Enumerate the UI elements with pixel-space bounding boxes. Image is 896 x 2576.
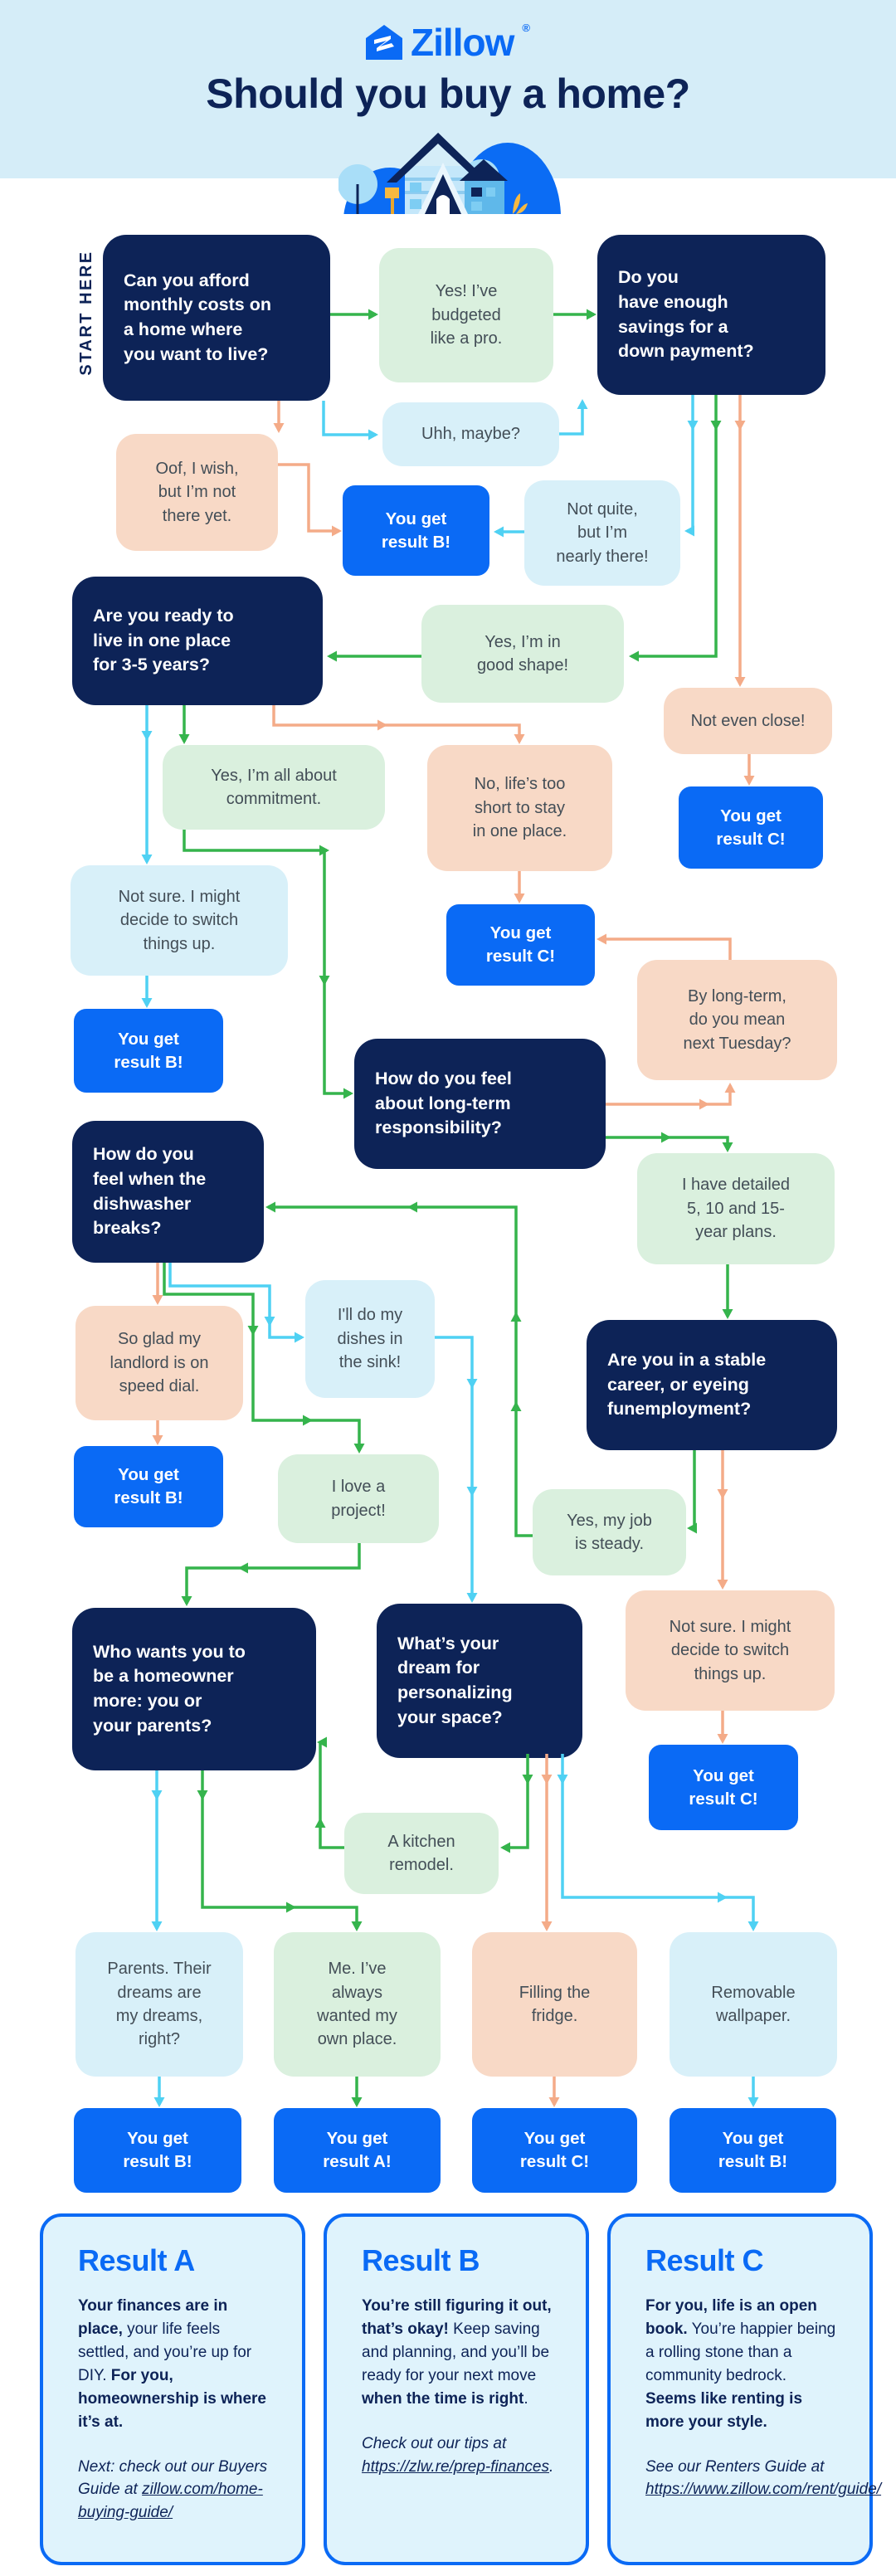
- result-paragraph: Check out our tips at https://zlw.re/pre…: [362, 2432, 558, 2479]
- question-box-q-savings: Do you have enough savings for a down pa…: [597, 235, 825, 395]
- answer-box-a-job-steady: Yes, my job is steady.: [533, 1489, 686, 1575]
- result-text-run: your life feels settled, and you’re up f…: [78, 2320, 252, 2384]
- question-box-q-dishwasher: How do you feel when the dishwasher brea…: [72, 1121, 264, 1263]
- question-box-q-afford: Can you afford monthly costs on a home w…: [103, 235, 330, 401]
- result-chip-r-b2: You get result B!: [74, 1009, 223, 1093]
- flow-arrow-cyan-33: [268, 1321, 304, 1343]
- flow-arrow-green-58: [314, 1818, 344, 1849]
- flow-arrow-green-41: [687, 1450, 697, 1534]
- flow-arrow-green-48: [238, 1543, 361, 1574]
- answer-box-a-landlord: So glad my landlord is on speed dial.: [75, 1306, 243, 1420]
- answer-box-a-not-sure-switch-1: Not sure. I might decide to switch thing…: [71, 865, 288, 976]
- result-text-run: You’re happier being a rolling stone tha…: [645, 2320, 836, 2384]
- flow-arrow-cyan-2: [322, 401, 378, 441]
- result-chip-r-b4: You get result B!: [74, 2108, 241, 2193]
- result-panel-b: Result B You’re still figuring it out, th…: [324, 2213, 589, 2565]
- question-box-q-who-wants: Who wants you to be a homeowner more: yo…: [72, 1608, 316, 1770]
- result-chip-r-c4: You get result C!: [472, 2108, 637, 2193]
- result-link[interactable]: https://www.zillow.com/rent/guide/: [645, 2481, 882, 2499]
- flow-arrow-cyan-57: [722, 1896, 759, 1931]
- question-box-q-one-place: Are you ready to live in one place for 3…: [72, 577, 323, 705]
- flow-arrow-green-64: [290, 1906, 363, 1931]
- result-panel-title: Result A: [78, 2243, 195, 2277]
- result-paragraph: You’re still figuring it out, that’s oka…: [362, 2295, 558, 2411]
- flow-arrow-green-29: [665, 1136, 733, 1152]
- answer-box-a-uhh-maybe: Uhh, maybe?: [382, 402, 559, 466]
- result-paragraph: Next: check out our Buyers Guide at zill…: [78, 2456, 274, 2525]
- flow-arrow-cyan-7: [684, 425, 694, 537]
- flow-arrow-green-59: [317, 1736, 327, 1824]
- answer-box-a-me: Me. I’ve always wanted my own place.: [274, 1932, 441, 2077]
- flow-arrow-cyan-38: [435, 1336, 478, 1389]
- answer-box-a-lifes-too-short: No, life’s too short to stay in one plac…: [427, 745, 612, 871]
- result-text-run: when the time is right: [362, 2389, 524, 2408]
- answer-box-a-budgeted: Yes! I’ve budgeted like a pro.: [379, 248, 553, 382]
- result-link[interactable]: https://zlw.re/prep-finances: [362, 2457, 549, 2476]
- flow-arrow-salmon-18: [272, 705, 387, 731]
- result-text-run: Seems like renting is more your style.: [645, 2389, 803, 2431]
- answer-box-a-love-project: I love a project!: [278, 1454, 439, 1543]
- flow-arrow-green-44: [510, 1401, 533, 1537]
- flow-arrow-green-24: [323, 980, 353, 1099]
- answer-box-a-not-sure-switch-2: Not sure. I might decide to switch thing…: [626, 1590, 835, 1711]
- flow-arrow-green-52: [500, 1779, 529, 1853]
- answer-box-a-oof: Oof, I wish, but I’m not there yet.: [116, 434, 278, 551]
- zillow-logo: Zillow ®: [0, 20, 896, 65]
- result-text-run: You’re still figuring it out, that’s oka…: [362, 2297, 552, 2338]
- result-chip-r-c2: You get result C!: [446, 904, 595, 986]
- zillow-wordmark: Zillow: [411, 21, 514, 64]
- result-paragraph: For you, life is an open book. You’re ha…: [645, 2295, 841, 2434]
- flow-arrow-salmon-27: [597, 933, 732, 960]
- question-box-q-responsibility: How do you feel about long-term responsi…: [354, 1039, 606, 1169]
- result-text-run: See our Renters Guide at: [645, 2457, 825, 2476]
- flow-arrow-salmon-19: [382, 723, 525, 744]
- flow-arrow-green-36: [307, 1419, 365, 1454]
- result-text-run: Check out our tips at: [362, 2434, 507, 2452]
- result-chip-r-c1: You get result C!: [679, 786, 823, 869]
- flow-arrow-cyan-3: [559, 399, 588, 436]
- flow-arrow-green-22: [183, 830, 329, 856]
- result-panel-title: Result B: [362, 2243, 480, 2277]
- result-chip-r-b3: You get result B!: [74, 1446, 223, 1527]
- flow-arrow-green-63: [201, 1794, 296, 1913]
- result-text-run: .: [549, 2457, 554, 2476]
- result-chip-r-c3: You get result C!: [649, 1745, 798, 1830]
- result-chip-r-a1: You get result A!: [274, 2108, 441, 2193]
- answer-box-a-fridge: Filling the fridge.: [472, 1932, 637, 2077]
- result-text-run: Keep saving and planning, and you’ll be …: [362, 2320, 550, 2384]
- answer-box-a-parents: Parents. Their dreams are my dreams, rig…: [75, 1932, 243, 2077]
- result-text-run: .: [523, 2389, 528, 2408]
- registered-trademark: ®: [522, 22, 530, 34]
- result-panel-c: Result C For you, life is an open book. Y…: [607, 2213, 881, 2565]
- answer-box-a-commitment: Yes, I’m all about commitment.: [163, 745, 385, 830]
- result-paragraph: See our Renters Guide at https://www.zil…: [645, 2456, 881, 2502]
- answer-box-a-dishes-sink: I'll do my dishes in the sink!: [305, 1280, 435, 1398]
- answer-box-a-next-tuesday: By long-term, do you mean next Tuesday?: [637, 960, 837, 1080]
- flow-arrow-salmon-5: [278, 463, 342, 537]
- flow-arrow-green-35: [251, 1330, 313, 1426]
- result-paragraph: Your finances are in place, your life fe…: [78, 2295, 274, 2434]
- result-panel-a: Result A Your finances are in place, your…: [40, 2213, 305, 2565]
- result-chip-r-b5: You get result B!: [670, 2108, 836, 2193]
- answer-box-a-not-even-close: Not even close!: [664, 688, 832, 754]
- page-title: Should you buy a home?: [206, 71, 690, 117]
- flow-arrow-salmon-26: [704, 1083, 736, 1106]
- answer-box-a-detailed-plans: I have detailed 5, 10 and 15- year plans…: [637, 1153, 835, 1264]
- question-box-q-dream: What’s your dream for personalizing your…: [377, 1604, 582, 1758]
- result-link[interactable]: zillow.com/home-buying-guide/: [78, 2481, 263, 2522]
- result-text-run: Your finances are in place,: [78, 2297, 228, 2338]
- answer-box-a-good-shape: Yes, I’m in good shape!: [421, 605, 624, 703]
- answer-box-a-kitchen-remodel: A kitchen remodel.: [344, 1813, 499, 1894]
- result-chip-r-b1: You get result B!: [343, 485, 489, 576]
- zillow-house-icon: [366, 25, 403, 60]
- answer-box-a-wallpaper: Removable wallpaper.: [670, 1932, 837, 2077]
- result-text-run: For you, life is an open book.: [645, 2297, 817, 2338]
- answer-box-a-not-quite: Not quite, but I’m nearly there!: [524, 480, 680, 586]
- result-panel-title: Result C: [645, 2243, 764, 2277]
- question-box-q-career: Are you in a stable career, or eyeing fu…: [587, 1320, 837, 1450]
- flow-arrow-green-49: [181, 1566, 244, 1606]
- result-text-run: For you, homeownership is where it’s at.: [78, 2366, 266, 2431]
- result-text-run: Next: check out our Buyers Guide at: [78, 2457, 268, 2499]
